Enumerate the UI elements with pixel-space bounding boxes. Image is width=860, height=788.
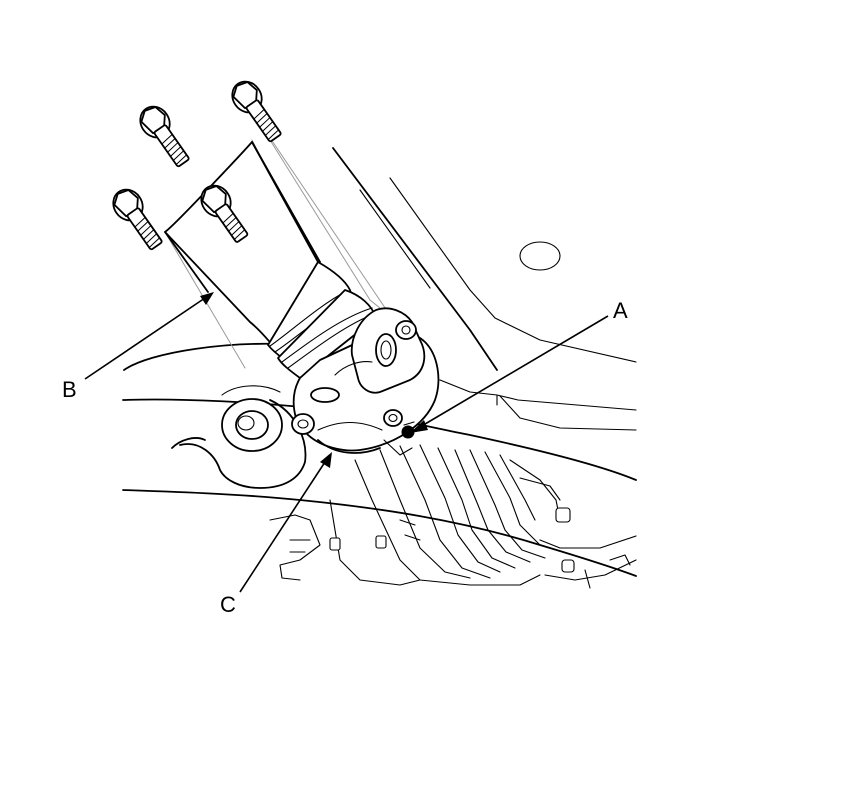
flange-bolt-icon	[200, 184, 249, 243]
drain-plug-hole	[519, 241, 561, 271]
callout-label-b: B	[62, 377, 77, 402]
housing-bolt-head	[375, 535, 387, 549]
u-joint-cap-lower	[310, 387, 340, 403]
bushing-bore	[237, 415, 255, 431]
housing-bolt-head	[555, 507, 571, 523]
callout-b: B	[62, 292, 214, 402]
flange-yoke	[291, 307, 440, 456]
flange-bolt-icon	[139, 105, 190, 168]
housing-bolt-head	[561, 559, 575, 573]
callout-a: A	[410, 298, 628, 433]
body-panel	[332, 147, 637, 431]
callout-c: C	[220, 452, 332, 617]
housing-bolt-head	[329, 537, 341, 551]
callout-label-a: A	[613, 298, 628, 323]
callout-label-c: C	[220, 592, 236, 617]
alignment-mark-a	[401, 421, 415, 439]
flange-bolts	[112, 80, 282, 251]
flange-bolt-icon	[112, 188, 163, 251]
flange-bolt-icon	[231, 80, 282, 143]
differential-housing	[269, 444, 637, 589]
